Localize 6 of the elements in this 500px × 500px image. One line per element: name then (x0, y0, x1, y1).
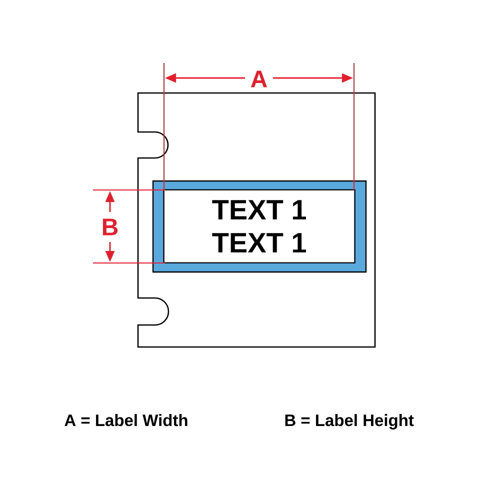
label-sheet (137, 92, 376, 348)
dimension-label: B (102, 218, 118, 236)
dimension-label: A (250, 70, 268, 88)
label-area: TEXT 1 TEXT 1 (152, 180, 367, 273)
legend-text: A = Label Width (64, 414, 188, 426)
legend-text: B = Label Height (285, 414, 414, 430)
